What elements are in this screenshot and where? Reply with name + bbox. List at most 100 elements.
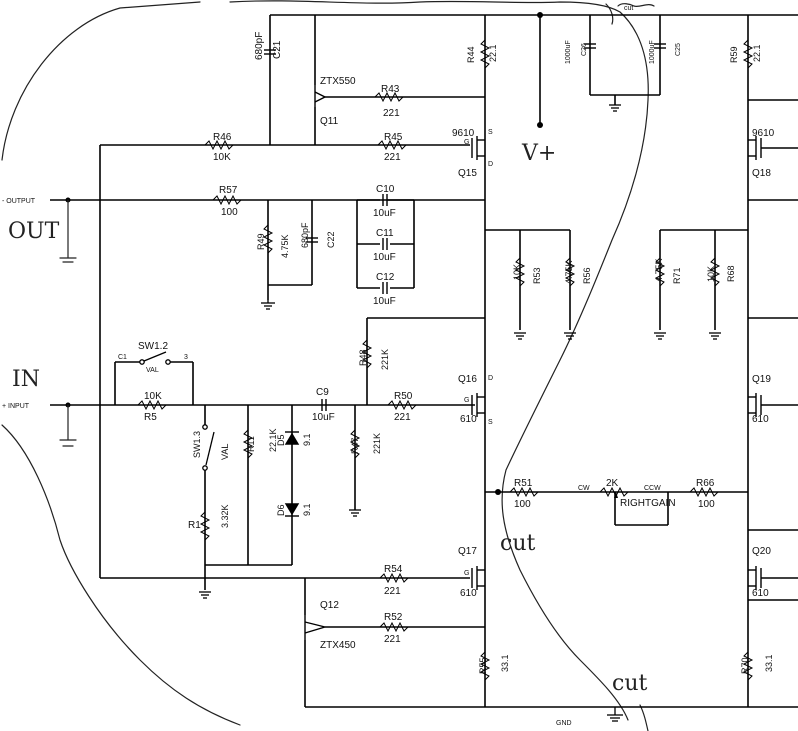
label-r55: R55 xyxy=(478,657,488,674)
label-r54: R54 xyxy=(384,564,403,575)
label-q16-s: S xyxy=(488,419,493,426)
ground-r47 xyxy=(349,509,361,517)
label-q19-part: 610 xyxy=(752,414,769,425)
freehand-cut-outline xyxy=(1,0,649,726)
switch-sw13 xyxy=(202,424,215,471)
component-labels: 680pF C21 ZTX550 Q11 R43 221 R44 22.1 R4… xyxy=(2,5,775,727)
label-r43-val: 221 xyxy=(383,108,400,119)
label-q11: Q11 xyxy=(320,116,339,127)
label-c9: C9 xyxy=(316,387,329,398)
label-r44: R44 xyxy=(466,46,476,63)
label-c25-val: 1000uF xyxy=(649,40,656,64)
label-c12-val: 10uF xyxy=(373,296,396,307)
mosfet-q20 xyxy=(748,566,798,590)
label-r70-val: 33.1 xyxy=(764,654,774,672)
resistor-r51 xyxy=(509,486,539,498)
label-sw12: SW1.2 xyxy=(138,341,168,352)
resistor-pot xyxy=(599,486,629,498)
resistor-r66 xyxy=(689,486,719,498)
ground-r53 xyxy=(514,332,526,340)
freehand-tick-bottom xyxy=(639,704,649,731)
resistor-r48 xyxy=(361,339,373,369)
pot-wiper-arrow xyxy=(614,492,618,498)
label-r1-val: 3.32K xyxy=(220,504,230,528)
label-r11-val: 22.1K xyxy=(268,428,278,452)
label-r47-val: 221K xyxy=(372,433,382,454)
label-q17-g: G xyxy=(464,570,469,577)
label-c10-val: 10uF xyxy=(373,208,396,219)
resistor-r54 xyxy=(379,572,409,584)
label-sw13: SW1.3 xyxy=(192,431,202,458)
label-q17-part: 610 xyxy=(460,588,477,599)
label-gnd: GND xyxy=(556,720,572,727)
mosfet-q16 xyxy=(471,393,485,417)
mosfet-q19 xyxy=(748,393,798,417)
label-r1: R1 xyxy=(188,520,201,531)
label-pot-ccw: CCW xyxy=(644,485,661,492)
label-q19: Q19 xyxy=(752,374,771,385)
label-pot-cw: CW xyxy=(578,485,590,492)
label-q16: Q16 xyxy=(458,374,477,385)
resistor-r53 xyxy=(514,257,526,287)
capacitor-symbols xyxy=(264,43,666,411)
label-q16-g: G xyxy=(464,397,469,404)
label-r48-val: 221K xyxy=(380,349,390,370)
label-c11-val: 10uF xyxy=(373,252,396,263)
label-q18: Q18 xyxy=(752,168,771,179)
transistor-symbols xyxy=(304,85,798,640)
mosfet-q17 xyxy=(471,566,485,590)
label-r55-val: 33.1 xyxy=(500,654,510,672)
label-input: + INPUT xyxy=(2,403,30,410)
label-r57: R57 xyxy=(219,185,238,196)
label-q15: Q15 xyxy=(458,168,477,179)
label-d6: D6 xyxy=(276,504,286,516)
resistor-r44 xyxy=(479,39,491,69)
label-sw13-val: VAL xyxy=(220,444,230,460)
diode-symbols xyxy=(284,431,300,517)
ground-symbols xyxy=(199,104,721,722)
label-r5: R5 xyxy=(144,412,157,423)
label-d6-val: 9.1 xyxy=(302,503,312,516)
label-q15-s: S xyxy=(488,129,493,136)
label-q16-part: 610 xyxy=(460,414,477,425)
label-r53-val: 10K xyxy=(512,264,522,280)
label-vplus: V+ xyxy=(521,141,556,166)
label-r49-val: 4.75K xyxy=(280,234,290,258)
label-r52: R52 xyxy=(384,612,403,623)
resistor-r43 xyxy=(374,91,404,103)
label-r59-val: 22.1 xyxy=(752,44,762,62)
label-r11: R11 xyxy=(246,436,256,452)
label-c12: C12 xyxy=(376,272,395,283)
label-q15-g: G xyxy=(464,139,469,146)
label-q15-part: 9610 xyxy=(452,128,475,139)
label-top-scribble: cut xyxy=(624,5,633,12)
label-r51-val: 100 xyxy=(514,499,531,510)
transistor-q11 xyxy=(314,85,326,107)
label-q20: Q20 xyxy=(752,546,771,557)
label-r59: R59 xyxy=(729,46,739,63)
label-r48: R48 xyxy=(358,349,368,366)
label-r45: R45 xyxy=(384,132,403,143)
label-c25: C25 xyxy=(675,43,682,56)
ground-main xyxy=(607,707,623,722)
label-r57-val: 100 xyxy=(221,207,238,218)
label-r70: R70 xyxy=(740,657,750,674)
transistor-q12 xyxy=(304,615,326,640)
label-r5-val: 10K xyxy=(144,391,162,402)
label-r50: R50 xyxy=(394,391,413,402)
label-r53: R53 xyxy=(532,267,542,284)
diode-d6 xyxy=(284,503,300,517)
label-r66-val: 100 xyxy=(698,499,715,510)
label-c21: C21 xyxy=(272,40,283,59)
label-r68-val: 10K xyxy=(706,266,716,282)
label-r54-val: 221 xyxy=(384,586,401,597)
label-pot-val: 2K xyxy=(606,478,619,489)
label-r46-val: 10K xyxy=(213,152,231,163)
resistor-r5 xyxy=(137,399,167,411)
resistor-r50 xyxy=(387,399,417,411)
resistor-r71 xyxy=(654,257,666,287)
label-c26-val: 1000uF xyxy=(565,40,572,64)
label-cut2: cut xyxy=(612,671,647,696)
label-r43: R43 xyxy=(381,84,400,95)
ground-c25 xyxy=(609,104,621,112)
